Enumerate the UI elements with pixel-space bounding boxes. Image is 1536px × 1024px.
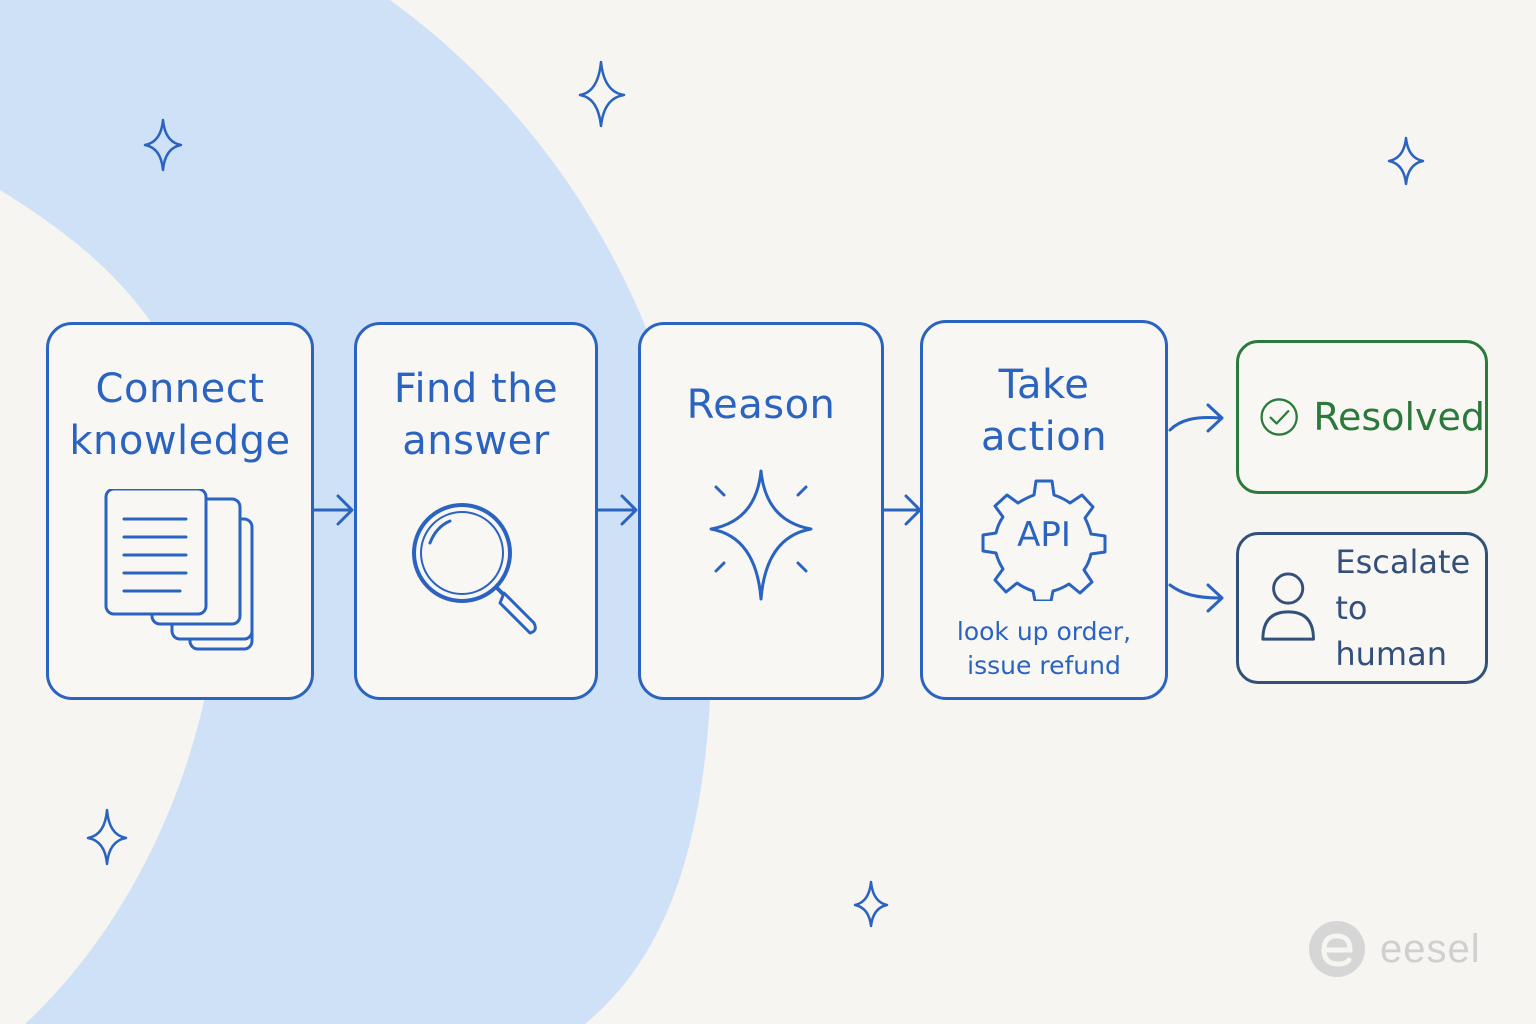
sparkle-decoration-icon	[86, 808, 128, 866]
sparkle-decoration-icon	[853, 880, 889, 928]
sparkle-decoration-icon	[1387, 136, 1425, 186]
step-caption: look up order, issue refund	[956, 617, 1132, 680]
arrow-icon	[312, 494, 354, 526]
step-find-the-answer: Find the answer	[354, 322, 598, 700]
arrow-icon	[596, 494, 638, 526]
gear-api-icon	[981, 479, 1107, 601]
arrow-icon	[882, 494, 922, 526]
step-title: Take action	[980, 362, 1108, 460]
step-reason: Reason	[638, 322, 884, 700]
outcome-resolved: Resolved	[1236, 340, 1488, 494]
outcome-label: Resolved	[1313, 395, 1485, 439]
step-title: Connect knowledge	[69, 366, 291, 464]
brand-name: eesel	[1380, 926, 1481, 971]
arrow-icon	[1168, 583, 1224, 613]
outcome-escalate: Escalate to human	[1236, 532, 1488, 684]
person-icon	[1261, 572, 1315, 641]
e-logo-icon	[1309, 921, 1365, 977]
sparkle-icon	[709, 469, 813, 601]
documents-icon	[104, 489, 254, 651]
sparkle-decoration-icon	[578, 60, 626, 128]
arrow-icon	[1168, 403, 1224, 433]
step-title: Find the answer	[393, 366, 559, 464]
step-connect-knowledge: Connect knowledge	[46, 322, 314, 700]
step-take-action: Take action API look up order, issue ref…	[920, 320, 1168, 700]
magnifier-icon	[412, 503, 537, 635]
sparkle-decoration-icon	[143, 118, 183, 172]
check-circle-icon	[1260, 398, 1298, 436]
step-title: Reason	[686, 382, 836, 428]
api-label: API	[1017, 515, 1071, 555]
brand-logo: eesel	[1308, 920, 1481, 978]
outcome-label: Escalate to human	[1335, 543, 1471, 673]
